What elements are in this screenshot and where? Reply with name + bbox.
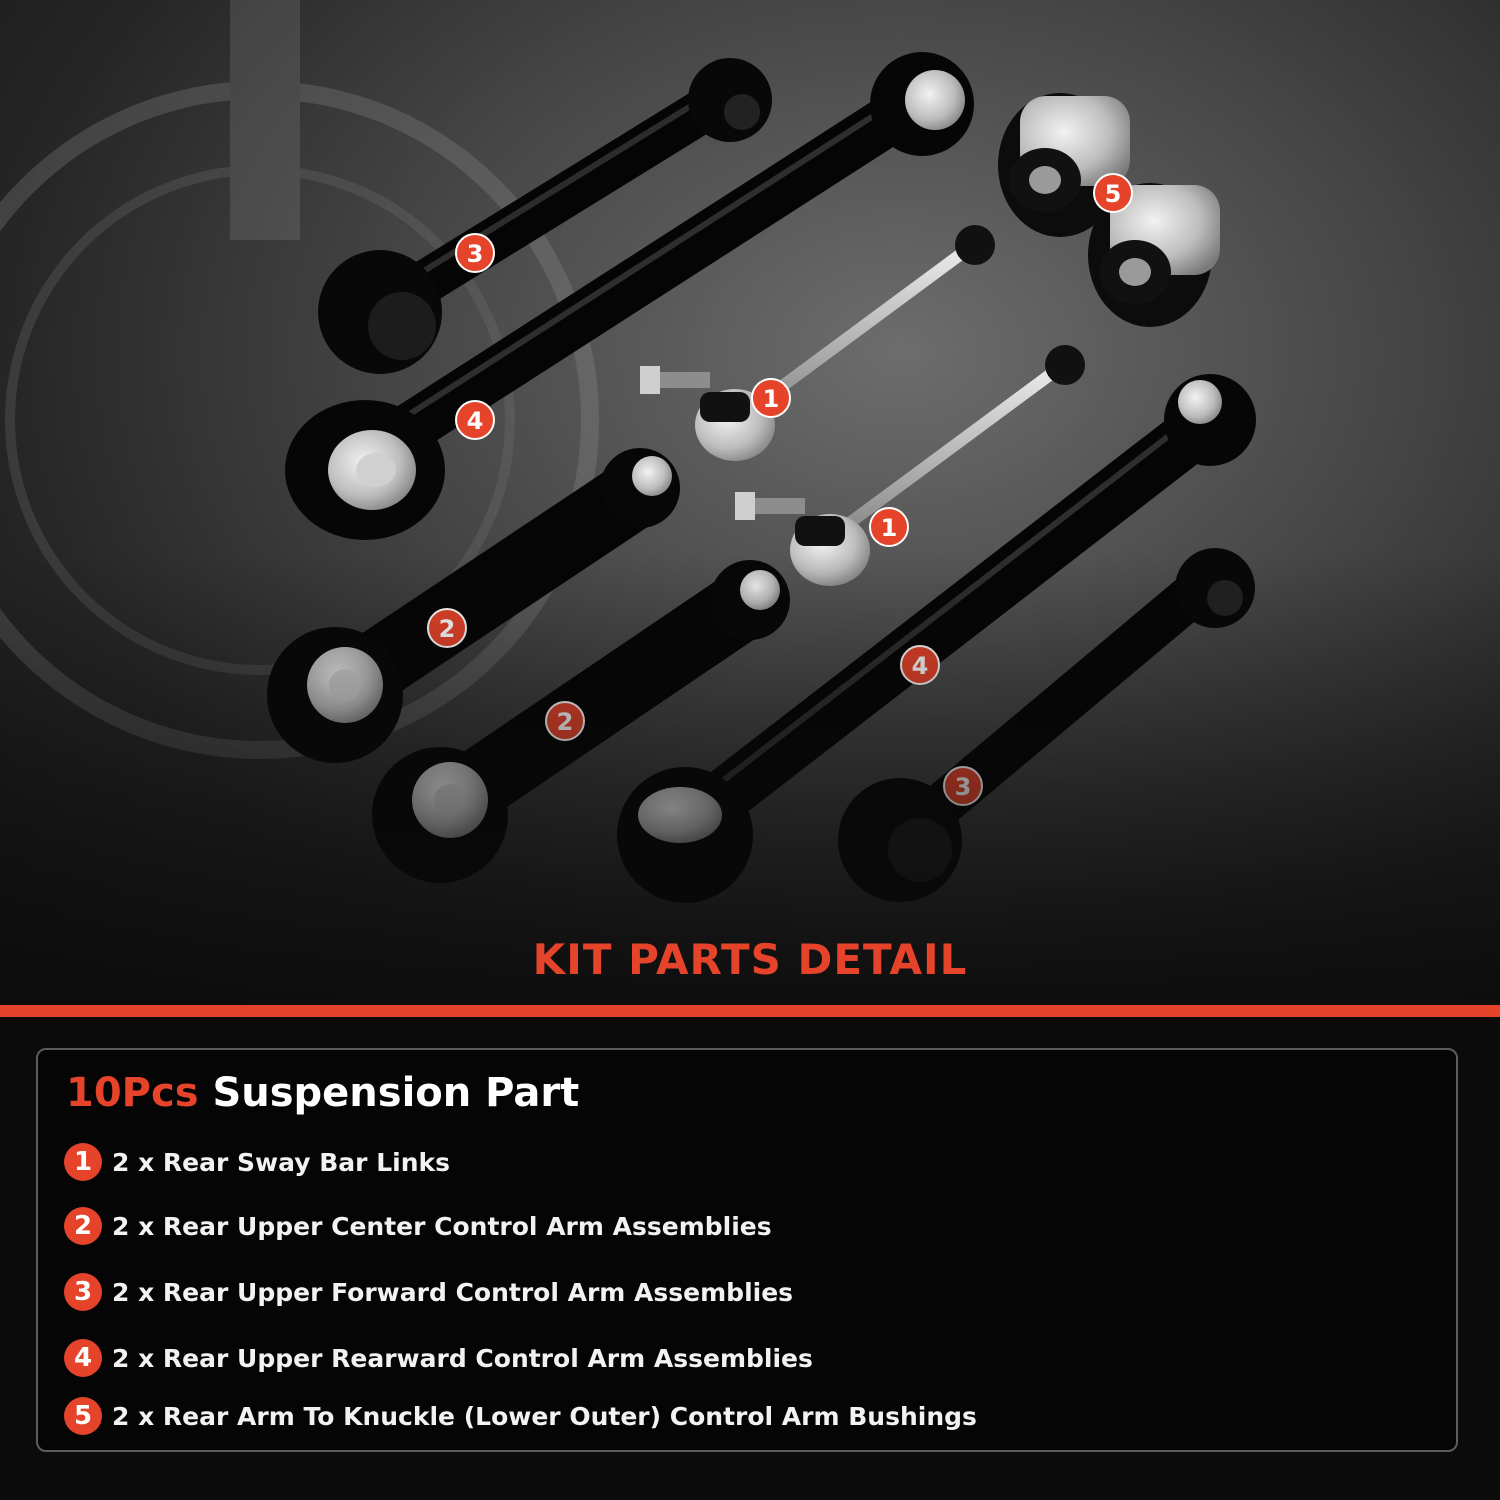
list-item: 5 2 x Rear Arm To Knuckle (Lower Outer) … — [64, 1396, 977, 1436]
list-item: 3 2 x Rear Upper Forward Control Arm Ass… — [64, 1272, 793, 1312]
piece-count: 10Pcs — [66, 1070, 199, 1116]
panel-heading-text: Suspension Part — [212, 1070, 580, 1116]
item-number-badge: 3 — [64, 1273, 102, 1311]
panel-heading: 10Pcs Suspension Part — [66, 1070, 579, 1116]
item-number-badge: 4 — [64, 1339, 102, 1377]
list-item: 1 2 x Rear Sway Bar Links — [64, 1142, 450, 1182]
item-description: 2 x Rear Upper Rearward Control Arm Asse… — [112, 1343, 813, 1373]
parts-list-panel: 10Pcs Suspension Part 1 2 x Rear Sway Ba… — [36, 1048, 1458, 1452]
product-hero-image: 3 4 5 1 1 2 2 4 — [0, 0, 1500, 1005]
kit-parts-title: KIT PARTS DETAIL — [532, 935, 968, 984]
list-item: 2 2 x Rear Upper Center Control Arm Asse… — [64, 1206, 772, 1246]
item-number-badge: 5 — [64, 1397, 102, 1435]
item-description: 2 x Rear Upper Center Control Arm Assemb… — [112, 1211, 772, 1241]
item-description: 2 x Rear Sway Bar Links — [112, 1147, 451, 1177]
list-item: 4 2 x Rear Upper Rearward Control Arm As… — [64, 1338, 813, 1378]
item-number-badge: 1 — [64, 1143, 102, 1181]
item-description: 2 x Rear Upper Forward Control Arm Assem… — [112, 1277, 794, 1307]
item-number-badge: 2 — [64, 1207, 102, 1245]
item-description: 2 x Rear Arm To Knuckle (Lower Outer) Co… — [112, 1401, 977, 1431]
accent-divider — [0, 1005, 1500, 1017]
hero-fade-overlay — [0, 0, 1500, 1005]
